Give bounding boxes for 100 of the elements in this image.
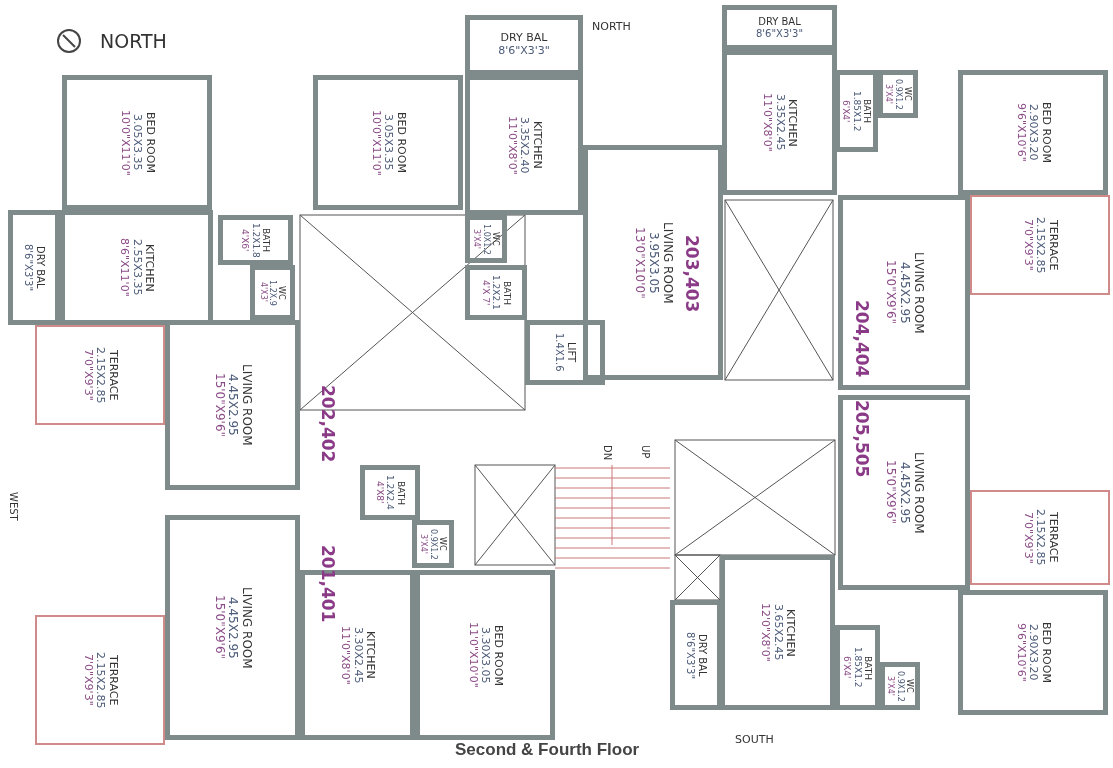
room-name: TERRACE [106,654,119,706]
stair-direction: DN [602,445,613,461]
room-size-metric: 4.45X2.95 [897,261,911,324]
room-outline [722,5,837,50]
room-outline [958,70,1108,195]
room-size-imperial: 3'X4' [884,83,894,105]
room-size-imperial: 11'0"X8'0" [505,115,518,175]
room-outline [878,70,918,118]
room-size-metric: 0.9X1.2 [893,78,903,110]
room-outline [165,320,300,490]
room-size-metric: 2.15X2.85 [93,346,107,404]
room-size-imperial: 6'X4' [842,656,853,679]
room-size-imperial: 4'X6' [240,228,251,252]
room-size-metric: 0.9X1.2 [428,528,438,560]
room-name: WC [490,232,500,246]
room-outline [8,210,60,325]
room-name: LIVING ROOM [910,251,925,334]
room-name: KITCHEN [785,98,799,147]
room-size-metric: 3.05X3.35 [130,114,144,171]
room-name: LIVING ROOM [239,364,254,446]
room-size-metric: 3.30X2.45 [351,626,364,684]
room-name: WC [902,87,912,101]
room-name: BED ROOM [143,112,156,173]
room-size-imperial: 4'X3' [258,282,268,303]
room-name: WC [437,537,447,551]
room-size-metric: 3.35X2.40 [517,116,531,174]
room-size-metric: 1.4X1.6 [553,333,565,372]
room-outline [835,70,878,152]
room-name: BATH [395,480,406,505]
room-size-imperial: 7'0"X9'3" [1021,511,1034,564]
room-outline [313,75,463,210]
room-name: DRY BAL [696,633,708,677]
room-size-imperial: 9'6"X10'6" [1014,103,1027,162]
room-outline [722,50,837,195]
compass-label: NORTH [100,30,167,52]
room-size-imperial: 11'0"X10'0" [466,622,479,688]
room-size-imperial: 3'X4' [419,533,429,555]
room-outline [412,520,454,568]
room-size-metric: 1.85X1.2 [852,647,863,688]
room-name: WC [904,679,914,693]
terrace-outline [970,490,1110,585]
room-size-metric: 3.05X3.35 [381,114,395,171]
room-name: LIVING ROOM [239,586,254,669]
room-size-imperial: 6'X4' [841,99,852,123]
room-outline [465,215,507,263]
room-outline [838,195,970,390]
room-name: KITCHEN [783,608,797,657]
terrace-outline [35,325,165,425]
room-outline [583,145,723,380]
room-size-metric: 2.15X2.85 [1033,216,1047,274]
room-name: KITCHEN [142,243,156,292]
room-name: LIFT [565,342,577,363]
room-outline [165,515,300,740]
room-size-imperial: 4'X 7' [480,279,491,306]
room-outline [360,465,420,520]
room-size-metric: 1.0X1.2 [481,223,491,255]
direction-label: WEST [8,492,19,521]
room-size-imperial: 3'X4' [472,228,482,250]
room-name: TERRACE [1046,219,1059,271]
room-outline [465,75,583,215]
room-name: KITCHEN [530,121,543,169]
room-size-metric: 3.35X2.45 [773,94,786,151]
room-name: LIVING ROOM [659,221,674,304]
room-size-imperial: 11'0"X8'0" [338,625,352,685]
room-size-metric: 1.85X1.2 [851,90,862,132]
room-size-metric: 8'6"X3'3" [684,631,696,679]
room-outline [415,570,555,740]
room-size-metric: 2.90X3.20 [1026,624,1040,681]
room-outline [958,590,1108,715]
room-name: BATH [501,280,512,305]
room-size-metric: 2.15X2.85 [93,651,107,709]
room-name: BED ROOM [491,624,504,686]
room-size-metric: 2.55X3.35 [130,239,143,296]
room-outline [525,320,605,385]
room-size-imperial: 15'0"X9'6" [883,260,898,325]
room-size-imperial: 7'0"X9'3" [81,349,94,401]
room-size-imperial: 7'0"X9'3" [81,654,94,706]
room-outline [720,555,835,710]
room-size-metric: 4.45X2.95 [225,596,240,659]
room-outline [60,210,213,325]
room-size-imperial: 13'0"X10'0" [632,226,647,299]
room-size-metric: 1.2X2.4 [384,475,396,510]
room-size-metric: 3.30X3.05 [478,626,492,684]
room-size-imperial: 11'0"X8'0" [760,93,774,152]
room-size-imperial: 10'0"X11'0" [369,109,382,176]
room-name: BED ROOM [1039,102,1052,163]
room-name: TERRACE [106,349,119,401]
room-size-imperial: 10'0"X11'0" [118,109,131,176]
room-outline [835,625,880,710]
room-name: BED ROOM [394,112,407,173]
floor-caption: Second & Fourth Floor [455,740,640,760]
room-size-imperial: 12'0"X8'0" [758,603,772,662]
unit-number: 203,403 [682,235,702,313]
room-size-metric: 4.45X2.95 [897,461,911,524]
direction-label: NORTH [592,20,631,33]
room-size-metric: 3.95X3.05 [646,231,660,294]
terrace-outline [35,615,165,745]
room-name: BATH [862,655,873,680]
room-outline [250,265,295,320]
room-name: WC [277,285,287,300]
